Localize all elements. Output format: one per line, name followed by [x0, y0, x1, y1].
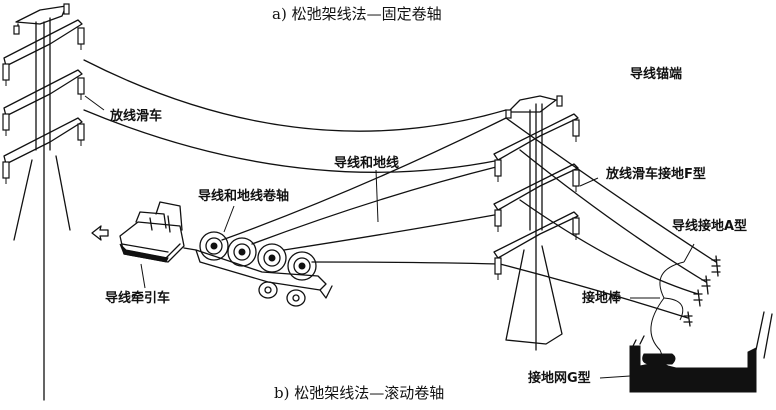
label-ground-rod: 接地棒 — [582, 291, 622, 306]
conductor-lines — [83, 59, 717, 319]
label-puller-vehicle: 导线牵引车 — [105, 291, 171, 306]
reel-trailer — [195, 205, 333, 307]
trailer-wheel-icon — [258, 281, 306, 307]
caption-rolling-reel: b) 松弛架线法—滚动卷轴 — [274, 384, 445, 402]
caption-fixed-reel: a) 松弛架线法—固定卷轴 — [272, 5, 442, 23]
insulator-icon — [494, 95, 580, 280]
cable-reel-icon — [199, 231, 317, 281]
left-transmission-tower — [2, 3, 105, 401]
grounding-assembly — [599, 243, 773, 393]
label-ground-grid-G: 接地网G型 — [528, 371, 591, 386]
puller-vehicle — [119, 201, 197, 289]
label-conductor-ground-A: 导线接地A型 — [672, 219, 748, 234]
label-conductor-anchor-end: 导线锚端 — [630, 67, 683, 82]
ground-anchor-icon — [683, 255, 721, 327]
label-conductor-and-ground-wire: 导线和地线 — [334, 156, 400, 171]
arrow-left-outline-icon — [91, 225, 109, 241]
label-block-ground-F: 放线滑车接地F型 — [606, 167, 706, 182]
insulator-icon — [2, 3, 85, 184]
label-reels: 导线和地线卷轴 — [198, 189, 290, 204]
right-transmission-tower — [493, 95, 599, 351]
label-stringing-block: 放线滑车 — [110, 109, 163, 124]
